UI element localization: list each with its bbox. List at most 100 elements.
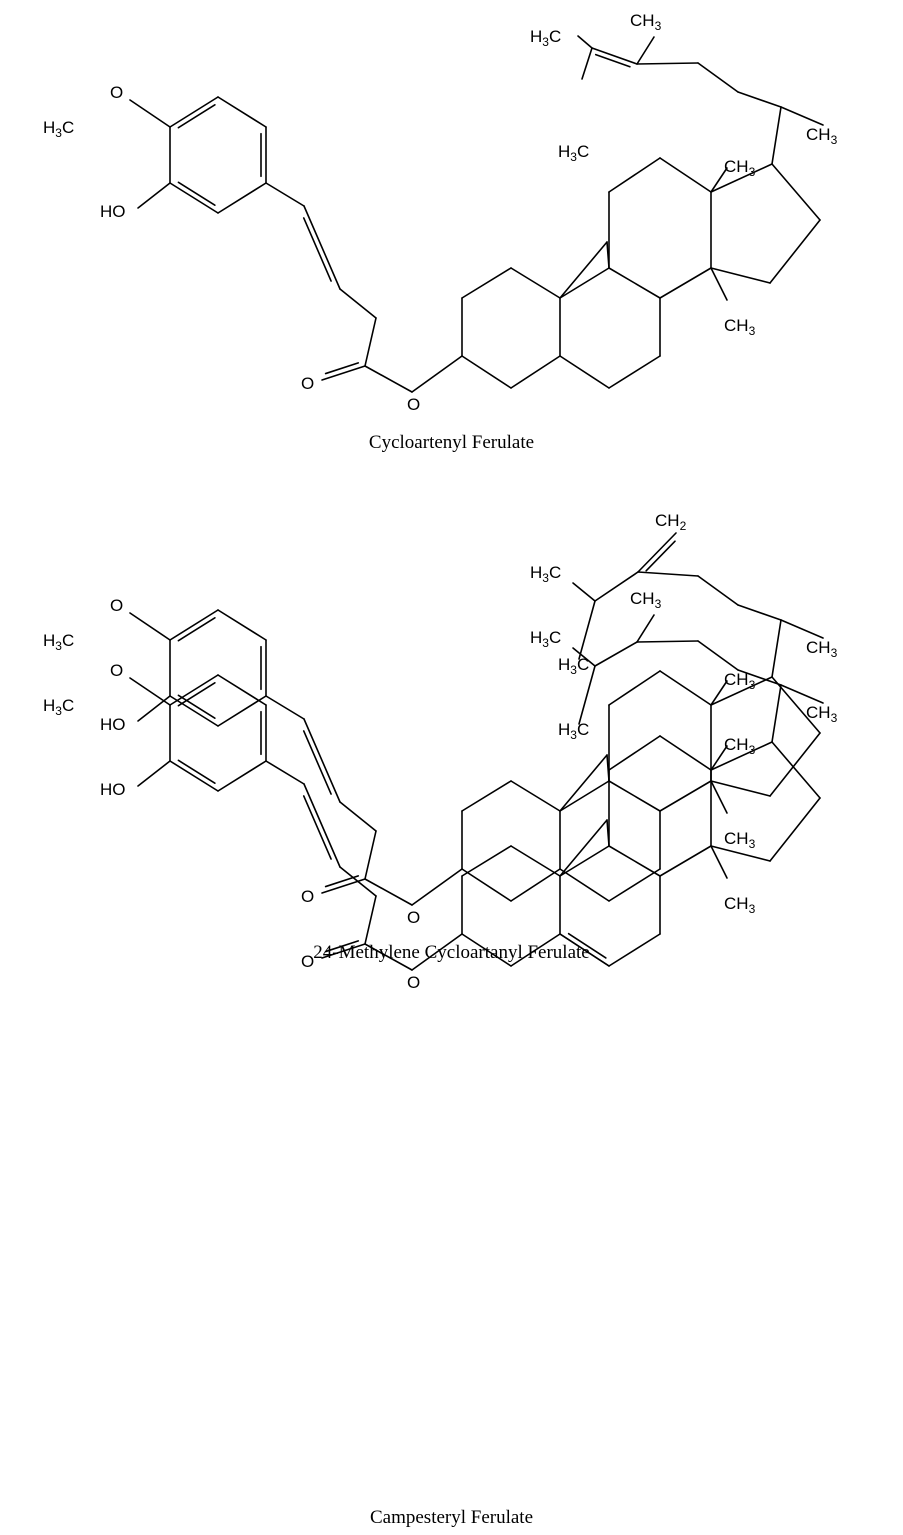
- bond-line: [710, 267, 771, 284]
- atom-label: CH3: [724, 829, 756, 851]
- bond-line: [636, 36, 655, 65]
- atom-label: CH3: [724, 670, 756, 692]
- atom-label: H3C: [530, 27, 561, 49]
- bond-line: [771, 163, 821, 221]
- bond-line: [461, 780, 512, 812]
- bond-line: [461, 933, 512, 967]
- bond-line: [559, 868, 610, 902]
- bond-line: [769, 797, 821, 862]
- bond-line: [364, 317, 377, 367]
- bond-line: [265, 760, 305, 785]
- atom-label: O: [110, 596, 123, 615]
- bond-line: [559, 819, 608, 877]
- bond-line: [169, 695, 219, 727]
- atom-label: O: [110, 83, 123, 102]
- atom-label: O: [301, 887, 314, 906]
- bond-line: [659, 735, 712, 771]
- caption-campesteryl-ferulate: Campesteryl Ferulate: [369, 1507, 534, 1528]
- bond-line: [217, 674, 267, 706]
- bond-line: [169, 609, 219, 641]
- bond-line: [265, 182, 305, 207]
- bond-line: [710, 680, 728, 706]
- bond-line: [608, 845, 661, 877]
- atom-label: CH3: [724, 316, 756, 338]
- bond-line: [177, 759, 216, 784]
- bond-line: [461, 267, 512, 299]
- bond-line: [780, 619, 824, 639]
- bond-line: [321, 943, 366, 959]
- bond-line: [659, 780, 712, 812]
- bond-line: [129, 99, 171, 128]
- atom-label: CH3: [806, 703, 838, 725]
- bond-line: [572, 582, 596, 602]
- bond-line: [510, 845, 561, 877]
- bond-line: [510, 933, 561, 967]
- atom-label: CH3: [806, 638, 838, 660]
- bond-line: [594, 641, 638, 667]
- bond-line: [577, 35, 593, 49]
- bond-line: [217, 96, 267, 128]
- bond-line: [710, 745, 728, 771]
- bond-line: [411, 355, 463, 393]
- bond-line: [608, 267, 661, 299]
- bond-line: [324, 940, 360, 953]
- atom-label: CH3: [630, 11, 662, 33]
- bond-line: [217, 182, 267, 214]
- bond-line: [581, 47, 593, 80]
- bond-line: [510, 355, 561, 389]
- bond-line: [608, 933, 661, 967]
- bond-line: [137, 182, 171, 209]
- bond-line: [461, 355, 512, 389]
- bond-line: [169, 182, 219, 214]
- bond-line: [780, 684, 824, 704]
- bond-line: [217, 609, 267, 641]
- bond-line: [177, 682, 216, 707]
- bond-line: [302, 217, 332, 282]
- bond-line: [737, 91, 782, 108]
- bond-line: [608, 157, 661, 193]
- bond-line: [710, 780, 771, 797]
- bond-line: [710, 845, 771, 862]
- bond-line: [594, 53, 631, 68]
- bond-line: [780, 106, 824, 126]
- atom-label: H3C: [43, 118, 74, 140]
- atom-label: CH3: [724, 894, 756, 916]
- atom-label: H3C: [43, 696, 74, 718]
- bond-line: [411, 868, 463, 906]
- bond-line: [137, 695, 171, 722]
- bond-line: [659, 670, 712, 706]
- bond-line: [636, 62, 699, 65]
- bond-line: [559, 267, 610, 299]
- bond-line: [710, 163, 773, 193]
- bond-line: [302, 795, 332, 860]
- bond-line: [710, 845, 728, 879]
- bond-line: [559, 355, 610, 389]
- bond-line: [177, 694, 216, 719]
- bond-line: [559, 241, 608, 299]
- bond-line: [697, 575, 739, 606]
- bond-line: [169, 760, 219, 792]
- atom-label: O: [301, 374, 314, 393]
- atom-label: O: [110, 661, 123, 680]
- bond-line: [608, 355, 661, 389]
- bond-line: [137, 760, 171, 787]
- bond-line: [737, 604, 782, 621]
- bond-line: [411, 933, 463, 971]
- bond-line: [608, 868, 661, 902]
- bond-line: [710, 676, 773, 706]
- bond-line: [339, 801, 377, 832]
- bond-line: [608, 780, 661, 812]
- bond-line: [769, 732, 821, 797]
- atom-label: CH3: [806, 125, 838, 147]
- bond-line: [737, 669, 782, 686]
- atom-label: CH3: [724, 157, 756, 179]
- atom-label: CH3: [630, 589, 662, 611]
- bond-line: [510, 868, 561, 902]
- bond-line: [177, 104, 216, 129]
- bond-line: [591, 47, 638, 65]
- bond-line: [771, 619, 782, 678]
- bond-line: [324, 362, 360, 375]
